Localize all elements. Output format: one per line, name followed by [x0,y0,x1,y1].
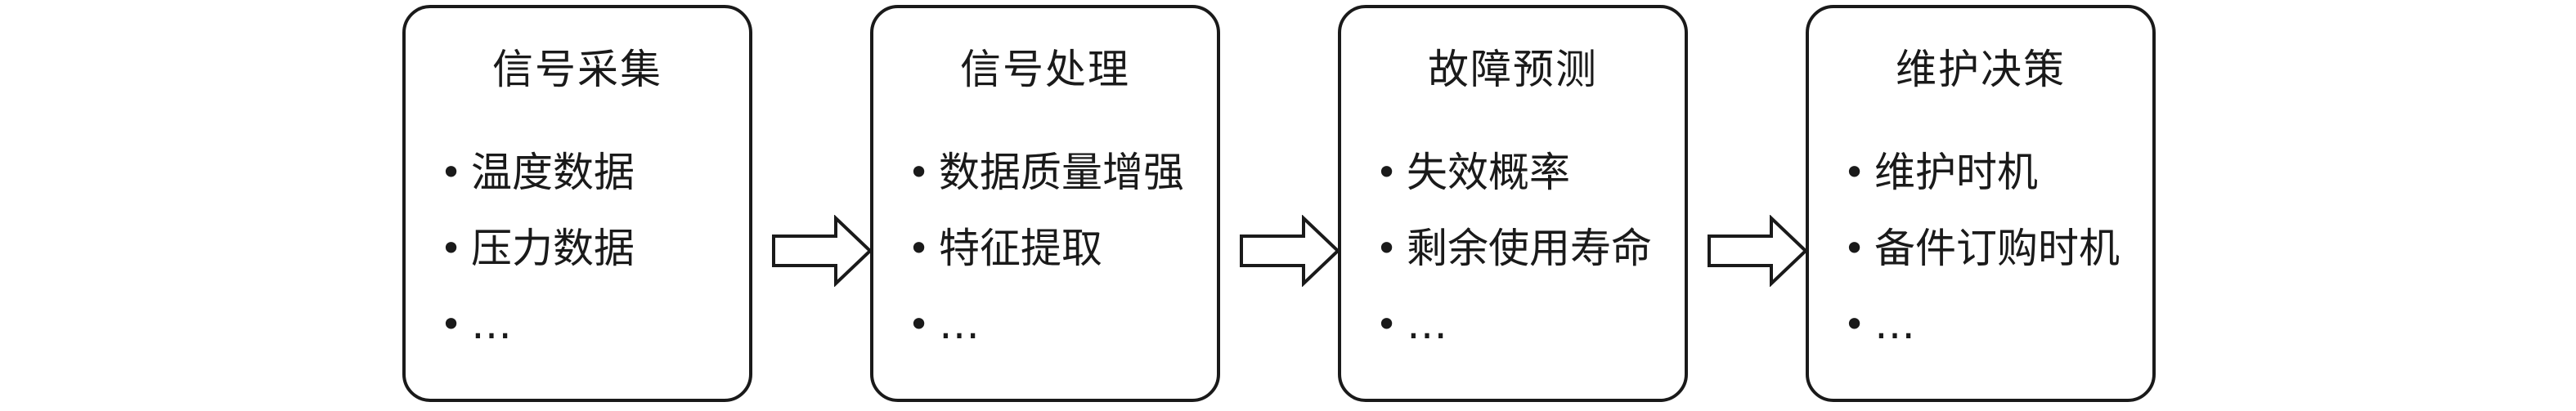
list-item-text: 维护时机 [1874,149,2038,196]
stage-box-maintenance-decision: 维护决策 • 维护时机 • 备件订购时机 • … [1806,5,2156,402]
list-item-text: … [471,301,512,348]
stage-item-list: • 数据质量增强 • 特征提取 • … [908,147,1184,375]
stage-title: 故障预测 [1428,46,1598,93]
list-item-text: 压力数据 [471,225,635,272]
stage-item-list: • 失效概率 • 剩余使用寿命 • … [1376,147,1652,375]
bullet-icon: • [908,302,931,346]
list-item-text: 失效概率 [1407,149,1570,196]
stage-title: 维护决策 [1896,46,2066,93]
flow-arrow-icon [1708,215,1808,287]
list-item-text: 剩余使用寿命 [1407,225,1652,272]
list-item: • 失效概率 [1376,147,1652,198]
list-item: • … [1843,299,2120,350]
bullet-icon: • [1376,302,1398,346]
list-item: • 备件订购时机 [1843,223,2120,274]
bullet-icon: • [1843,302,1866,346]
flow-arrow-icon [772,215,873,287]
stage-item-list: • 维护时机 • 备件订购时机 • … [1843,147,2120,375]
list-item-text: 备件订购时机 [1874,225,2120,272]
stage-item-list: • 温度数据 • 压力数据 • … [440,147,635,375]
list-item: • 维护时机 [1843,147,2120,198]
stage-box-fault-prediction: 故障预测 • 失效概率 • 剩余使用寿命 • … [1338,5,1688,402]
flow-arrow-icon [1240,215,1340,287]
bullet-icon: • [1376,226,1398,270]
stage-box-signal-processing: 信号处理 • 数据质量增强 • 特征提取 • … [870,5,1220,402]
list-item-text: 特征提取 [939,225,1102,272]
list-item: • … [908,299,1184,350]
bullet-icon: • [440,226,463,270]
bullet-icon: • [1376,150,1398,194]
bullet-icon: • [440,150,463,194]
list-item: • … [440,299,635,350]
list-item: • 压力数据 [440,223,635,274]
list-item: • 温度数据 [440,147,635,198]
bullet-icon: • [440,302,463,346]
list-item: • 特征提取 [908,223,1184,274]
list-item-text: 温度数据 [471,149,635,196]
list-item-text: … [1407,301,1447,348]
stage-title: 信号处理 [960,46,1130,93]
bullet-icon: • [908,150,931,194]
stage-box-signal-acquisition: 信号采集 • 温度数据 • 压力数据 • … [402,5,752,402]
list-item: • 剩余使用寿命 [1376,223,1652,274]
list-item-text: … [939,301,980,348]
list-item-text: … [1874,301,1915,348]
bullet-icon: • [1843,150,1866,194]
stage-title: 信号采集 [492,46,662,93]
bullet-icon: • [908,226,931,270]
list-item-text: 数据质量增强 [939,149,1184,196]
list-item: • … [1376,299,1652,350]
bullet-icon: • [1843,226,1866,270]
list-item: • 数据质量增强 [908,147,1184,198]
